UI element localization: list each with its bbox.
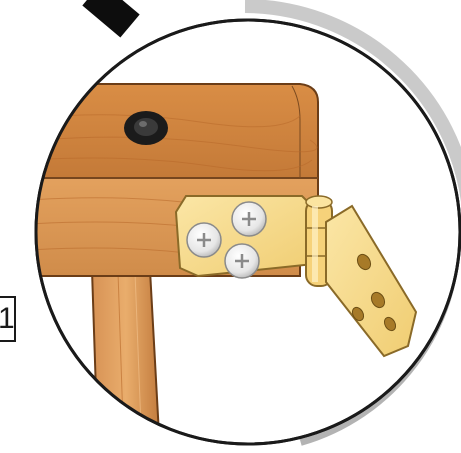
- bolt-icon: [124, 111, 168, 145]
- step-number-label: 1: [0, 296, 16, 342]
- leader-line: [92, 0, 130, 26]
- wooden-leg: [92, 270, 160, 453]
- tabletop-top-face: [20, 84, 318, 178]
